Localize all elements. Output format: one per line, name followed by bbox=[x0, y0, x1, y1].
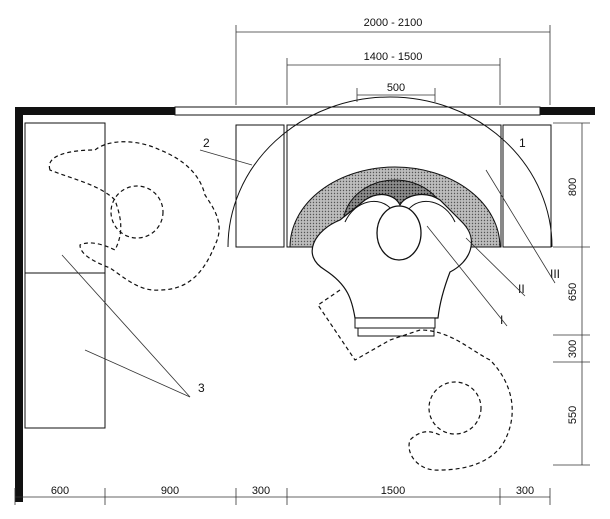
bottom-dimensions: 600 900 300 1500 300 bbox=[14, 485, 551, 505]
dim-right-2: 650 bbox=[567, 283, 579, 301]
leader-side-units-1 bbox=[61, 254, 191, 398]
left-wall bbox=[15, 107, 23, 502]
dim-bottom-1: 600 bbox=[51, 485, 69, 497]
window-opening bbox=[174, 106, 541, 116]
leader-zone-3 bbox=[485, 169, 556, 284]
label-zone-2: II bbox=[518, 282, 525, 296]
top-dimensions: 2000 - 2100 1400 - 1500 500 bbox=[235, 17, 551, 105]
leader-zone-2 bbox=[465, 237, 526, 297]
dashed-figure-right bbox=[317, 289, 513, 471]
leader-side-units-2 bbox=[84, 349, 191, 398]
label-zone-1: I bbox=[500, 313, 503, 327]
side-unit-column bbox=[24, 122, 106, 429]
walls bbox=[15, 106, 595, 502]
person-hip-band-2 bbox=[357, 327, 435, 337]
dashed-head-right bbox=[428, 381, 482, 435]
label-side-units: 3 bbox=[198, 381, 205, 395]
dim-bottom-4: 1500 bbox=[381, 485, 405, 497]
dashed-head-left bbox=[110, 185, 164, 239]
top-wall-right bbox=[540, 107, 595, 115]
top-wall-left bbox=[15, 107, 175, 115]
dim-bottom-5: 300 bbox=[516, 485, 534, 497]
person-arm-right bbox=[407, 201, 456, 223]
person-head bbox=[376, 205, 422, 261]
cabinet-right bbox=[502, 124, 552, 248]
person-arm-left bbox=[344, 201, 393, 223]
person-at-counter bbox=[311, 193, 472, 337]
right-dimensions: 800 650 300 550 bbox=[553, 122, 590, 466]
label-cabinet-left: 2 bbox=[203, 136, 210, 150]
label-zone-3: III bbox=[550, 267, 560, 281]
dim-right-4: 550 bbox=[567, 406, 579, 424]
reach-zone-III-arc bbox=[227, 96, 553, 248]
leader-cabinet-left bbox=[199, 149, 253, 166]
dim-top-outer: 2000 - 2100 bbox=[364, 17, 423, 29]
label-cabinet-right: 1 bbox=[519, 136, 526, 150]
dashed-figure-left bbox=[48, 141, 220, 291]
dim-right-3: 300 bbox=[567, 340, 579, 358]
side-units bbox=[24, 122, 106, 429]
cabinet-left bbox=[235, 124, 285, 248]
dim-right-1: 800 bbox=[567, 178, 579, 196]
dashed-figures bbox=[48, 141, 513, 471]
dim-top-middle: 1400 - 1500 bbox=[364, 51, 423, 63]
person-hip-band bbox=[354, 317, 436, 329]
dim-bottom-2: 900 bbox=[161, 485, 179, 497]
dim-top-inner: 500 bbox=[387, 82, 405, 94]
dim-bottom-3: 300 bbox=[252, 485, 270, 497]
callouts: 1 2 3 III II I bbox=[61, 136, 560, 398]
leader-zone-1 bbox=[426, 225, 508, 327]
